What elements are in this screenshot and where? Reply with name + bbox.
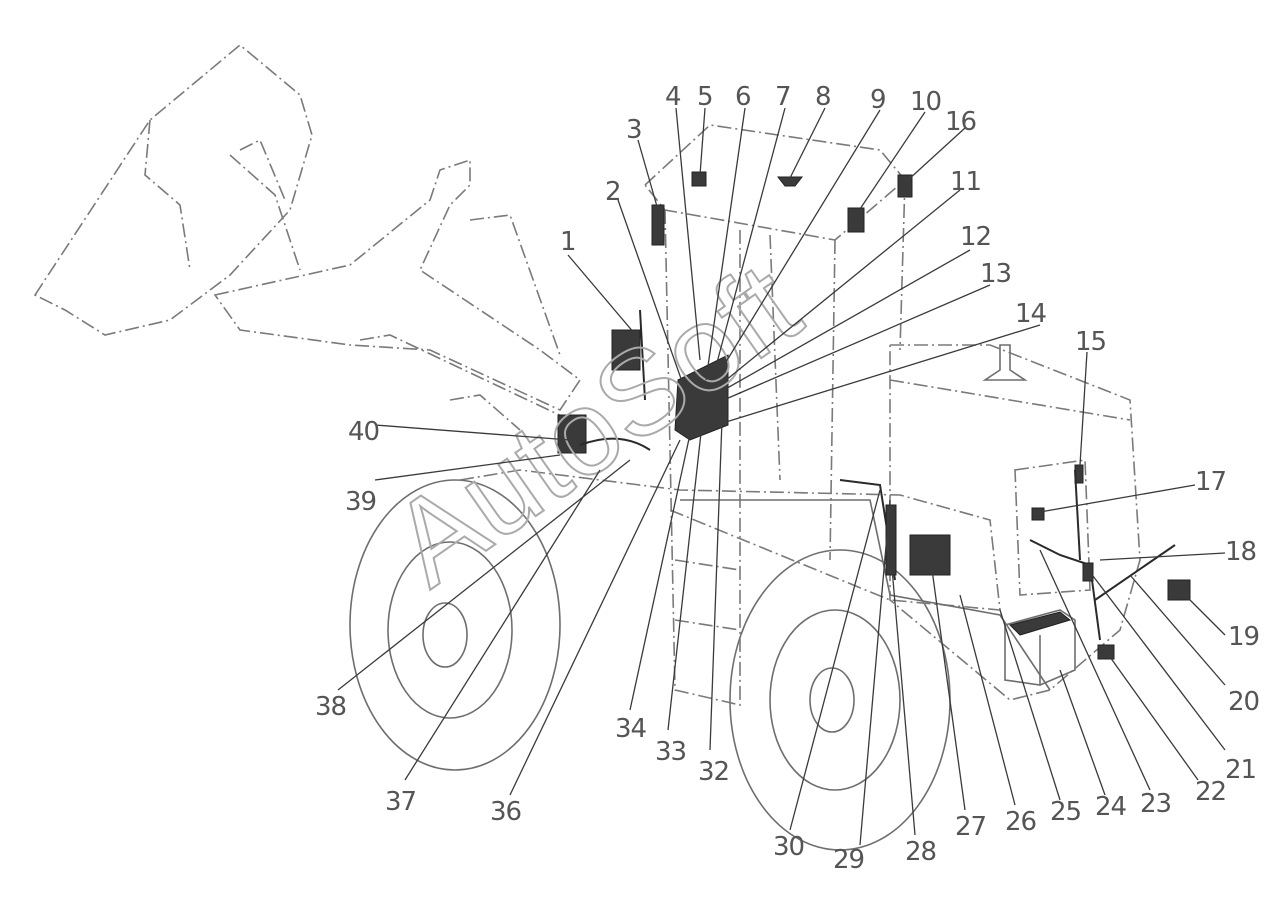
callout-22: 22 bbox=[1195, 777, 1226, 807]
rear-wheel bbox=[729, 549, 951, 851]
callout-9: 9 bbox=[870, 85, 886, 115]
callout-40: 40 bbox=[348, 417, 379, 447]
callout-21: 21 bbox=[1225, 755, 1256, 785]
bucket bbox=[33, 43, 313, 336]
boom-arm bbox=[213, 158, 582, 431]
callout-20: 20 bbox=[1228, 687, 1259, 717]
callout-5: 5 bbox=[697, 82, 713, 112]
callout-17: 17 bbox=[1195, 467, 1226, 497]
watermark-text: AutoSoft bbox=[368, 238, 822, 612]
callout-14: 14 bbox=[1015, 299, 1047, 329]
callout-28: 28 bbox=[905, 837, 936, 867]
callout-39: 39 bbox=[345, 487, 376, 517]
callout-32: 32 bbox=[698, 757, 729, 787]
callout-12: 12 bbox=[960, 222, 991, 252]
electrical-components bbox=[557, 171, 1191, 660]
callout-27: 27 bbox=[955, 812, 986, 842]
callout-1: 1 bbox=[560, 227, 576, 257]
callout-13: 13 bbox=[980, 259, 1011, 289]
callout-labels: 1 2 3 4 5 6 7 8 9 10 11 12 13 14 15 16 1… bbox=[315, 82, 1260, 875]
callout-29: 29 bbox=[833, 845, 864, 875]
callout-4: 4 bbox=[665, 82, 681, 112]
callout-11: 11 bbox=[950, 167, 981, 197]
callout-3: 3 bbox=[626, 115, 642, 145]
battery bbox=[1004, 609, 1076, 686]
watermark: AutoSoft bbox=[367, 237, 823, 613]
callout-33: 33 bbox=[655, 737, 686, 767]
frame bbox=[459, 469, 1051, 691]
callout-25: 25 bbox=[1050, 797, 1081, 827]
callout-16: 16 bbox=[945, 107, 976, 137]
callout-19: 19 bbox=[1228, 622, 1259, 652]
callout-18: 18 bbox=[1225, 537, 1256, 567]
leader-lines bbox=[337, 107, 1226, 846]
callout-10: 10 bbox=[910, 87, 941, 117]
callout-36: 36 bbox=[490, 797, 521, 827]
callout-8: 8 bbox=[815, 82, 831, 112]
callout-7: 7 bbox=[775, 82, 791, 112]
callout-15: 15 bbox=[1075, 327, 1106, 357]
callout-6: 6 bbox=[735, 82, 751, 112]
callout-23: 23 bbox=[1140, 789, 1171, 819]
callout-37: 37 bbox=[385, 787, 416, 817]
callout-24: 24 bbox=[1095, 792, 1127, 822]
callout-30: 30 bbox=[773, 832, 804, 862]
engine-hood bbox=[889, 344, 1141, 701]
callout-2: 2 bbox=[605, 177, 621, 207]
callout-38: 38 bbox=[315, 692, 346, 722]
callout-26: 26 bbox=[1005, 807, 1036, 837]
front-wheel bbox=[349, 479, 561, 771]
callout-34: 34 bbox=[615, 714, 647, 744]
